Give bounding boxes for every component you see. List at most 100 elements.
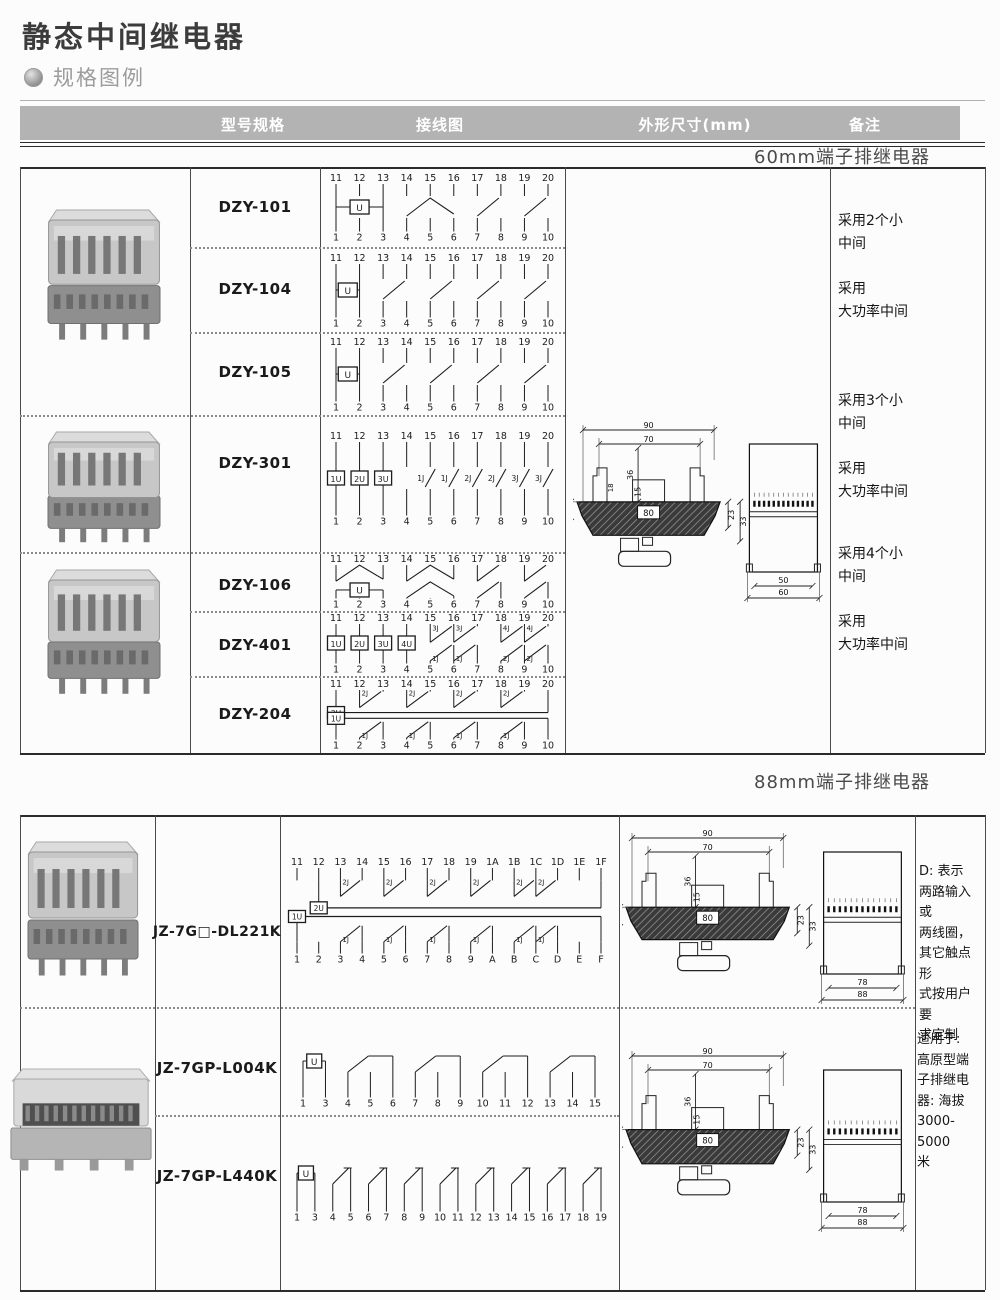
svg-text:9: 9 [419,1213,425,1223]
product-photo-svg [47,431,161,543]
svg-text:70: 70 [703,1061,713,1070]
column-divider [155,815,156,1290]
svg-text:12: 12 [522,1099,534,1109]
svg-text:20: 20 [542,173,554,184]
svg-text:15: 15 [424,337,436,348]
remark-text: 采用2个小 中间 采用 大功率中间 [838,213,908,320]
svg-text:16: 16 [448,554,460,565]
svg-text:15: 15 [424,679,436,690]
svg-text:6: 6 [451,665,457,675]
svg-text:11: 11 [499,1099,511,1109]
svg-text:60: 60 [778,588,788,597]
svg-text:8: 8 [498,600,504,610]
column-header-wiring: 接线图 [415,116,465,134]
svg-text:36: 36 [626,470,635,480]
svg-text:12: 12 [470,1213,482,1223]
svg-text:6: 6 [451,517,457,527]
svg-text:4: 4 [404,665,410,675]
svg-text:6: 6 [451,319,457,329]
table-left-border [20,815,21,1290]
svg-text:23: 23 [727,510,736,520]
svg-text:17: 17 [471,613,483,624]
svg-text:13: 13 [488,1213,500,1223]
svg-text:36: 36 [684,877,693,887]
svg-text:10: 10 [542,741,554,751]
product-photo [38,420,170,546]
model-label: DZY-401 [218,636,292,654]
svg-text:3: 3 [380,403,386,413]
subtitle-text: 规格图例 [53,66,145,90]
svg-text:1J: 1J [417,474,424,483]
svg-text:14: 14 [401,679,413,690]
svg-text:19: 19 [518,554,530,565]
svg-text:E: E [576,955,582,965]
svg-text:2: 2 [357,517,363,527]
divider-line [20,100,985,101]
svg-text:U: U [356,204,363,214]
bullet-icon [24,67,43,87]
product-photo [38,198,170,344]
svg-text:1J: 1J [429,936,436,944]
svg-text:78: 78 [857,978,867,987]
svg-text:1J: 1J [473,936,480,944]
svg-text:2J: 2J [409,690,416,698]
model-label: JZ-7GP-L440K [156,1167,278,1185]
svg-text:13: 13 [377,173,389,184]
svg-text:2: 2 [316,955,322,965]
svg-text:2J: 2J [429,878,436,886]
svg-text:2: 2 [357,319,363,329]
column-header-model: 型号规格 [220,116,286,134]
svg-text:8: 8 [498,517,504,527]
svg-text:12: 12 [354,679,366,690]
product-photo-svg [27,841,139,976]
svg-text:18: 18 [495,253,507,264]
dimension-drawing-svg: 9070361518801523335060 [559,421,823,602]
svg-text:8: 8 [498,233,504,243]
svg-text:15: 15 [424,253,436,264]
svg-text:5: 5 [348,1213,354,1223]
svg-text:3J: 3J [432,624,439,632]
section-label-60mm: 60mm端子排继电器 [754,147,930,168]
svg-text:14: 14 [401,337,413,348]
svg-text:B: B [511,955,518,965]
svg-text:20: 20 [542,253,554,264]
svg-text:2J: 2J [526,655,533,663]
svg-text:14: 14 [401,253,413,264]
svg-text:15: 15 [693,1115,702,1125]
svg-text:17: 17 [471,554,483,565]
svg-text:8: 8 [401,1213,407,1223]
svg-text:4: 4 [404,233,410,243]
svg-text:6: 6 [451,600,457,610]
svg-text:23: 23 [796,1138,805,1148]
table-top-border [20,815,985,817]
svg-text:33: 33 [808,1145,817,1155]
row-separator [190,247,565,249]
svg-text:2J: 2J [342,878,349,886]
svg-text:2J: 2J [503,655,510,663]
svg-text:70: 70 [643,435,653,444]
svg-text:2J: 2J [386,878,393,886]
svg-text:2J: 2J [456,690,463,698]
svg-text:10: 10 [542,233,554,243]
svg-text:18: 18 [577,1213,589,1223]
row-separator [190,332,565,334]
svg-text:13: 13 [544,1099,556,1109]
svg-text:1: 1 [333,741,339,751]
wiring-diagram: 11121314151617181920123456789102U1U2J2J2… [323,678,561,752]
svg-text:16: 16 [400,857,412,868]
svg-text:5: 5 [427,233,433,243]
svg-text:U: U [356,587,363,597]
svg-text:U: U [344,371,351,381]
table-bottom-border [20,1290,985,1292]
svg-text:17: 17 [471,431,483,442]
svg-text:4: 4 [345,1099,351,1109]
svg-text:13: 13 [377,253,389,264]
model-label: JZ-7GP-L004K [156,1059,278,1077]
svg-text:12: 12 [313,857,325,868]
svg-text:90: 90 [703,1047,713,1056]
svg-text:5: 5 [427,319,433,329]
svg-text:19: 19 [518,431,530,442]
